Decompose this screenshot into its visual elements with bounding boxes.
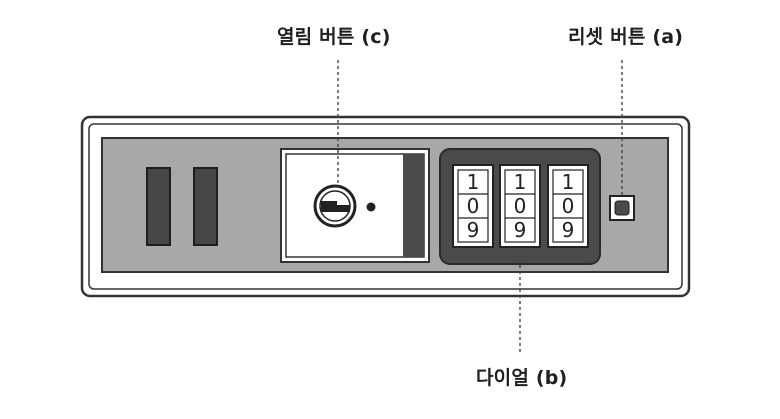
- dial-3-bottom-digit: 9: [562, 218, 575, 242]
- dial-1-middle-digit: 0: [467, 194, 480, 218]
- dial-2-bottom-digit: 9: [514, 218, 527, 242]
- dial-3-middle-digit: 0: [562, 194, 575, 218]
- dial-2-top-digit: 1: [514, 170, 527, 194]
- dial-wheel-2[interactable]: 1 0 9: [499, 164, 541, 248]
- dial-wheel-1[interactable]: 1 0 9: [452, 164, 494, 248]
- dial-1-bottom-digit: 9: [467, 218, 480, 242]
- open-button-callout: 열림 버튼 (c): [277, 26, 391, 48]
- dial-3-top-digit: 1: [562, 170, 575, 194]
- dial-callout: 다이얼 (b): [476, 367, 568, 389]
- reset-button-callout: 리셋 버튼 (a): [568, 26, 684, 48]
- dial-wheel-3[interactable]: 1 0 9: [547, 164, 589, 248]
- dial-2-middle-digit: 0: [514, 194, 527, 218]
- slot-left: [146, 167, 171, 246]
- reset-button[interactable]: [609, 195, 635, 221]
- open-button[interactable]: [280, 148, 430, 263]
- indicator-dot: [366, 202, 376, 212]
- slot-right: [193, 167, 218, 246]
- lock-key-icon: [313, 184, 357, 228]
- dial-1-top-digit: 1: [467, 170, 480, 194]
